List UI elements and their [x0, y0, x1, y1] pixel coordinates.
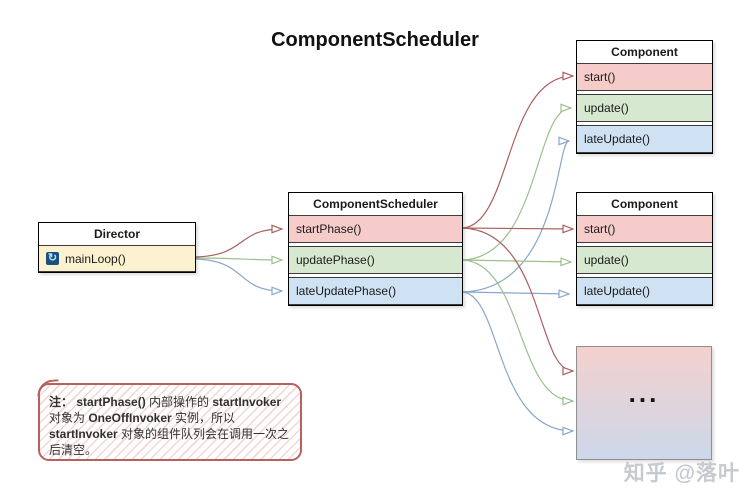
- page-title: ComponentScheduler: [271, 29, 479, 51]
- director-row-mainloop: ↻ mainLoop(): [39, 245, 195, 272]
- connector-startphase-to-top-start: [461, 76, 573, 229]
- connector-updatephase-to-top-update: [461, 108, 571, 261]
- class-box-component-mid: Component start() update() lateUpdate(): [576, 192, 713, 306]
- scheduler-row-updatephase: updatePhase(): [289, 246, 462, 274]
- component-top-row-start: start(): [577, 63, 712, 91]
- connector-updatephase-to-ellipsis: [461, 259, 573, 401]
- class-box-director: Director ↻ mainLoop(): [38, 222, 196, 273]
- component-mid-row-start: start(): [577, 215, 712, 243]
- connector-lateupdatephase-to-mid-lateupdate: [461, 292, 569, 294]
- component-mid-row-update: update(): [577, 246, 712, 274]
- scheduler-row-startphase: startPhase(): [289, 215, 462, 243]
- class-box-component-top: Component start() update() lateUpdate(): [576, 40, 713, 154]
- connector-startphase-to-mid-start: [461, 228, 573, 229]
- connector-mainloop-to-lateupdatephase: [195, 258, 282, 291]
- ellipsis-label: ...: [628, 377, 660, 408]
- watermark: 知乎 @落叶: [623, 462, 740, 485]
- note-box: 注： startPhase() 内部操作的 startInvoker 对象为 O…: [38, 383, 302, 461]
- refresh-icon: ↻: [46, 252, 59, 265]
- component-top-row-lateupdate: lateUpdate(): [577, 125, 712, 153]
- director-header: Director: [39, 223, 195, 245]
- connector-lateupdatephase-to-top-lateupdate: [461, 141, 569, 293]
- connector-mainloop-to-startphase: [195, 229, 282, 258]
- note-text: 注： startPhase() 内部操作的 startInvoker 对象为 O…: [49, 395, 290, 457]
- scheduler-header: ComponentScheduler: [289, 193, 462, 215]
- more-components-box: ...: [576, 346, 712, 460]
- component-top-header: Component: [577, 41, 712, 63]
- scheduler-row-lateupdatephase: lateUpdatePhase(): [289, 277, 462, 305]
- component-mid-header: Component: [577, 193, 712, 215]
- connector-startphase-to-ellipsis: [461, 227, 573, 371]
- component-mid-row-lateupdate: lateUpdate(): [577, 277, 712, 305]
- component-top-row-update: update(): [577, 94, 712, 122]
- connector-lateupdatephase-to-ellipsis: [461, 291, 573, 431]
- director-mainloop-label: mainLoop(): [65, 251, 126, 266]
- connector-mainloop-to-updatephase: [195, 258, 282, 260]
- class-box-scheduler: ComponentScheduler startPhase() updatePh…: [288, 192, 463, 306]
